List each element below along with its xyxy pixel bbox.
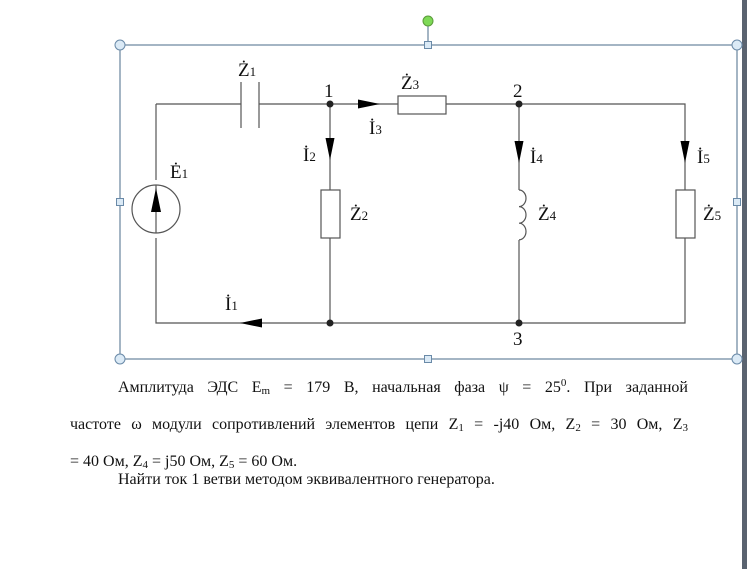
arrow-i1-icon	[240, 318, 262, 328]
resize-handle-bottom[interactable]	[424, 355, 432, 363]
arrow-i3-icon	[358, 99, 380, 109]
text-segment: частоте ω модули сопротивлений элементов…	[70, 416, 459, 433]
label-z1: Ż1	[238, 60, 256, 81]
resize-handle-right[interactable]	[733, 198, 741, 206]
node-bottom-dot	[326, 319, 334, 327]
node-2-dot	[515, 100, 523, 108]
node-3-dot	[515, 319, 523, 327]
label-z3: Ż3	[401, 73, 419, 94]
text-segment: . При заданной	[566, 379, 688, 396]
circuit-diagram[interactable]: Ż1 1 Ż3 2 İ3 İ2 İ4 İ5 Ė1 Ż2 Ż4 Ż5 İ1 3	[0, 0, 747, 365]
selection-border	[119, 44, 738, 360]
label-i5: İ5	[697, 147, 710, 168]
label-z2: Ż2	[350, 204, 368, 225]
text-segment: Амплитуда ЭДС E	[118, 379, 262, 396]
subscript: 3	[682, 422, 689, 434]
window-edge-scrollbar	[742, 0, 747, 569]
task-text: Найти ток 1 ветви методом эквивалентного…	[118, 471, 495, 488]
superscript: 0	[560, 377, 567, 389]
resize-handle-bottom-right[interactable]	[731, 353, 743, 365]
subscript: m	[261, 385, 271, 397]
text-segment: = 40 Ом, Z	[70, 453, 143, 470]
arrow-i5-icon	[680, 141, 690, 163]
label-z5: Ż5	[703, 204, 721, 225]
resize-handle-top-right[interactable]	[731, 39, 743, 51]
label-node-2: 2	[513, 81, 523, 102]
resistor-z2	[320, 189, 341, 239]
resize-handle-bottom-left[interactable]	[114, 353, 126, 365]
problem-statement-paragraph: Амплитуда ЭДС Em = 179 В, начальная фаза…	[70, 366, 688, 482]
paragraph-line-3: = 40 Ом, Z4 = j50 Ом, Z5 = 60 Ом.	[70, 445, 688, 482]
wire-bottom	[155, 238, 686, 324]
subscript: 1	[458, 422, 464, 434]
text-segment: = 60 Ом.	[234, 453, 298, 470]
resistor-z3	[397, 95, 447, 115]
label-node-1: 1	[324, 81, 334, 102]
resize-handle-left[interactable]	[116, 198, 124, 206]
node-1-dot	[326, 100, 334, 108]
wire-top-right	[446, 103, 686, 190]
task-paragraph: Найти ток 1 ветви методом эквивалентного…	[70, 463, 688, 497]
resize-handle-top-left[interactable]	[114, 39, 126, 51]
paragraph-line-1: Амплитуда ЭДС Em = 179 В, начальная фаза…	[70, 366, 688, 408]
label-e1: Ė1	[170, 162, 188, 183]
rotate-handle[interactable]	[422, 15, 434, 27]
paragraph-line-2: частоте ω модули сопротивлений элементов…	[70, 408, 688, 445]
subscript: 2	[575, 422, 581, 434]
text-segment: = 30 Ом, Z	[580, 416, 683, 433]
label-i3: İ3	[369, 118, 382, 139]
text-segment: = -j40 Ом, Z	[463, 416, 576, 433]
text-segment: = 179 В, начальная фаза ψ = 25	[270, 379, 561, 396]
label-i1: İ1	[225, 294, 238, 315]
label-i4: İ4	[530, 147, 543, 168]
resistor-z5	[675, 189, 696, 239]
label-i2: İ2	[303, 145, 316, 166]
subscript: 5	[228, 459, 235, 471]
text-segment: = j50 Ом, Z	[147, 453, 229, 470]
arrow-i2-icon	[325, 138, 335, 160]
selection-frame[interactable]	[114, 15, 743, 365]
label-node-3: 3	[513, 329, 523, 350]
subscript: 4	[142, 459, 148, 471]
voltage-source-e1	[131, 184, 181, 234]
resize-handle-top[interactable]	[424, 41, 432, 49]
capacitor-z1	[240, 82, 260, 128]
inductor-z4	[518, 189, 527, 241]
arrow-i4-icon	[514, 141, 524, 163]
label-z4: Ż4	[538, 204, 557, 225]
wires	[155, 103, 686, 324]
